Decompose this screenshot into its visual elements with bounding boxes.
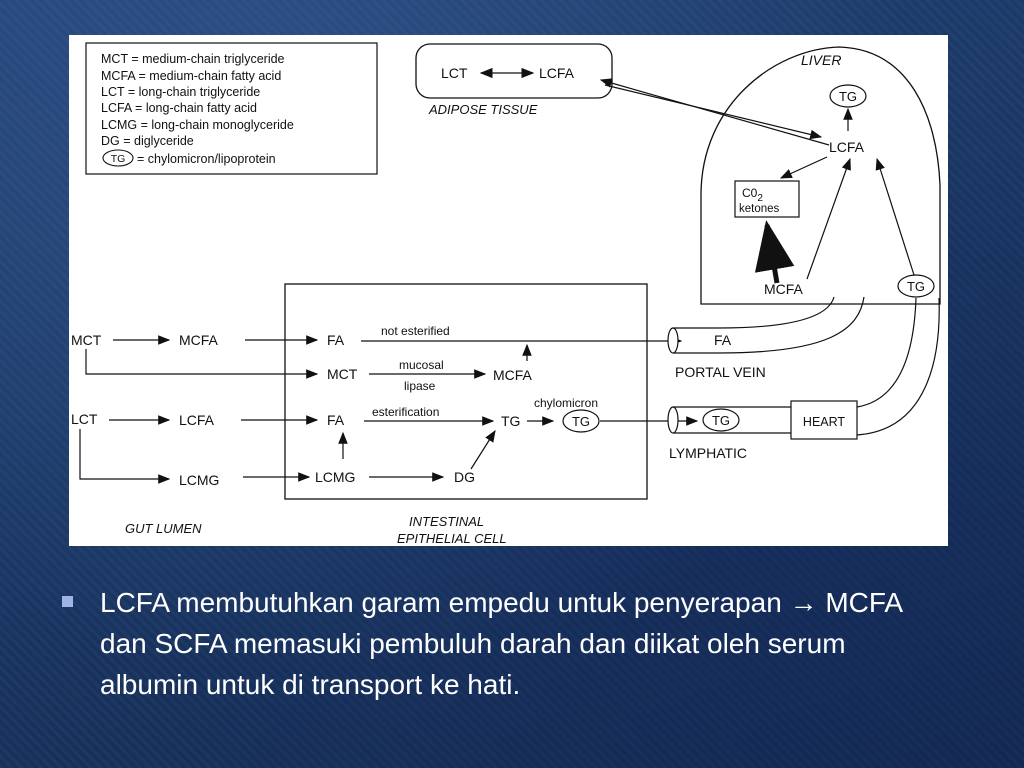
cell-dg: DG xyxy=(454,469,475,485)
lymph-tg: TG xyxy=(712,413,730,428)
heart-box xyxy=(790,400,858,440)
co2-ketones-box xyxy=(734,180,800,218)
liver-lcfa: LCFA xyxy=(829,139,865,155)
cell-fa-mid: FA xyxy=(327,412,345,428)
portal-vein: FA PORTAL VEIN xyxy=(667,296,865,380)
legend-line-lcmg: LCMG = long-chain monoglyceride xyxy=(101,118,294,132)
cell-pathways: not esterified MCT mucosal lipase MCFA F… xyxy=(315,324,699,485)
adipose-liver-arrows xyxy=(599,78,830,146)
lumen-label: GUT LUMEN xyxy=(125,521,202,536)
cell-mct: MCT xyxy=(327,366,358,382)
liver-co2: C02 xyxy=(742,186,763,204)
cell-chylo-tg-circle xyxy=(562,409,600,433)
lumen-lcfa: LCFA xyxy=(179,412,215,428)
cell-esterification: esterification xyxy=(372,405,439,419)
cell-label-line1: INTESTINAL xyxy=(409,514,484,529)
adipose-lct: LCT xyxy=(441,65,468,81)
adipose-label: ADIPOSE TISSUE xyxy=(428,102,538,117)
portal-fa: FA xyxy=(714,332,732,348)
adipose-tissue: LCT LCFA ADIPOSE TISSUE xyxy=(415,43,613,117)
liver-label: LIVER xyxy=(801,52,841,68)
cell-chylomicron: chylomicron xyxy=(534,396,598,410)
cell-lipase: lipase xyxy=(404,379,436,393)
bullet-text: LCFA membutuhkan garam empedu untuk peny… xyxy=(100,587,902,700)
bullet-square-icon xyxy=(62,596,73,607)
gut-lumen: MCT MCFA FA LCT LCFA LCMG GUT LUMEN xyxy=(71,332,345,536)
liver: LIVER TG LCFA C02 ketones MCFA TG xyxy=(700,46,941,305)
cell-fa-top: FA xyxy=(327,332,345,348)
intestinal-cell: INTESTINAL EPITHELIAL CELL xyxy=(284,283,648,546)
legend-line-mct: MCT = medium-chain triglyceride xyxy=(101,52,285,66)
liver-tg-bottom-circle xyxy=(897,274,935,298)
legend-box: MCT = medium-chain triglyceride MCFA = m… xyxy=(85,42,378,175)
diagram-figure: MCT = medium-chain triglyceride MCFA = m… xyxy=(69,35,948,546)
cell-chylo-tg: TG xyxy=(572,414,590,429)
liver-tg-bottom: TG xyxy=(907,279,925,294)
cell-tg: TG xyxy=(501,413,520,429)
lumen-mcfa: MCFA xyxy=(179,332,219,348)
lumen-lct: LCT xyxy=(71,411,98,427)
heart-label: HEART xyxy=(803,415,846,429)
cell-mucosal: mucosal xyxy=(399,358,444,372)
legend-line-lcfa: LCFA = long-chain fatty acid xyxy=(101,101,257,115)
liver-mcfa: MCFA xyxy=(764,281,804,297)
legend-line-mcfa: MCFA = medium-chain fatty acid xyxy=(101,69,281,83)
cell-lcmg: LCMG xyxy=(315,469,355,485)
legend-tg-symbol: TG xyxy=(111,153,126,165)
portal-label: PORTAL VEIN xyxy=(675,364,766,380)
bullet-list: LCFA membutuhkan garam empedu untuk peny… xyxy=(62,582,962,705)
lumen-lcmg: LCMG xyxy=(179,472,219,488)
liver-tg-top: TG xyxy=(839,89,857,104)
legend-tg-circle xyxy=(102,149,134,167)
liver-ketones: ketones xyxy=(739,203,780,215)
legend-line-lct: LCT = long-chain triglyceride xyxy=(101,85,260,99)
fat-absorption-diagram: MCT = medium-chain triglyceride MCFA = m… xyxy=(71,42,941,546)
lumen-mct: MCT xyxy=(71,332,102,348)
legend-line-dg: DG = diglyceride xyxy=(101,134,194,148)
adipose-lcfa: LCFA xyxy=(539,65,575,81)
liver-tg-top-circle xyxy=(829,84,867,108)
cell-mcfa: MCFA xyxy=(493,367,533,383)
lymph-tg-circle xyxy=(702,408,740,432)
lymphatic: TG LYMPHATIC HEART xyxy=(667,297,940,461)
cell-label-line2: EPITHELIAL CELL xyxy=(397,531,507,546)
legend-tg-text: = chylomicron/lipoprotein xyxy=(137,152,276,166)
lymph-label: LYMPHATIC xyxy=(669,445,747,461)
cell-not-esterified: not esterified xyxy=(381,324,450,338)
